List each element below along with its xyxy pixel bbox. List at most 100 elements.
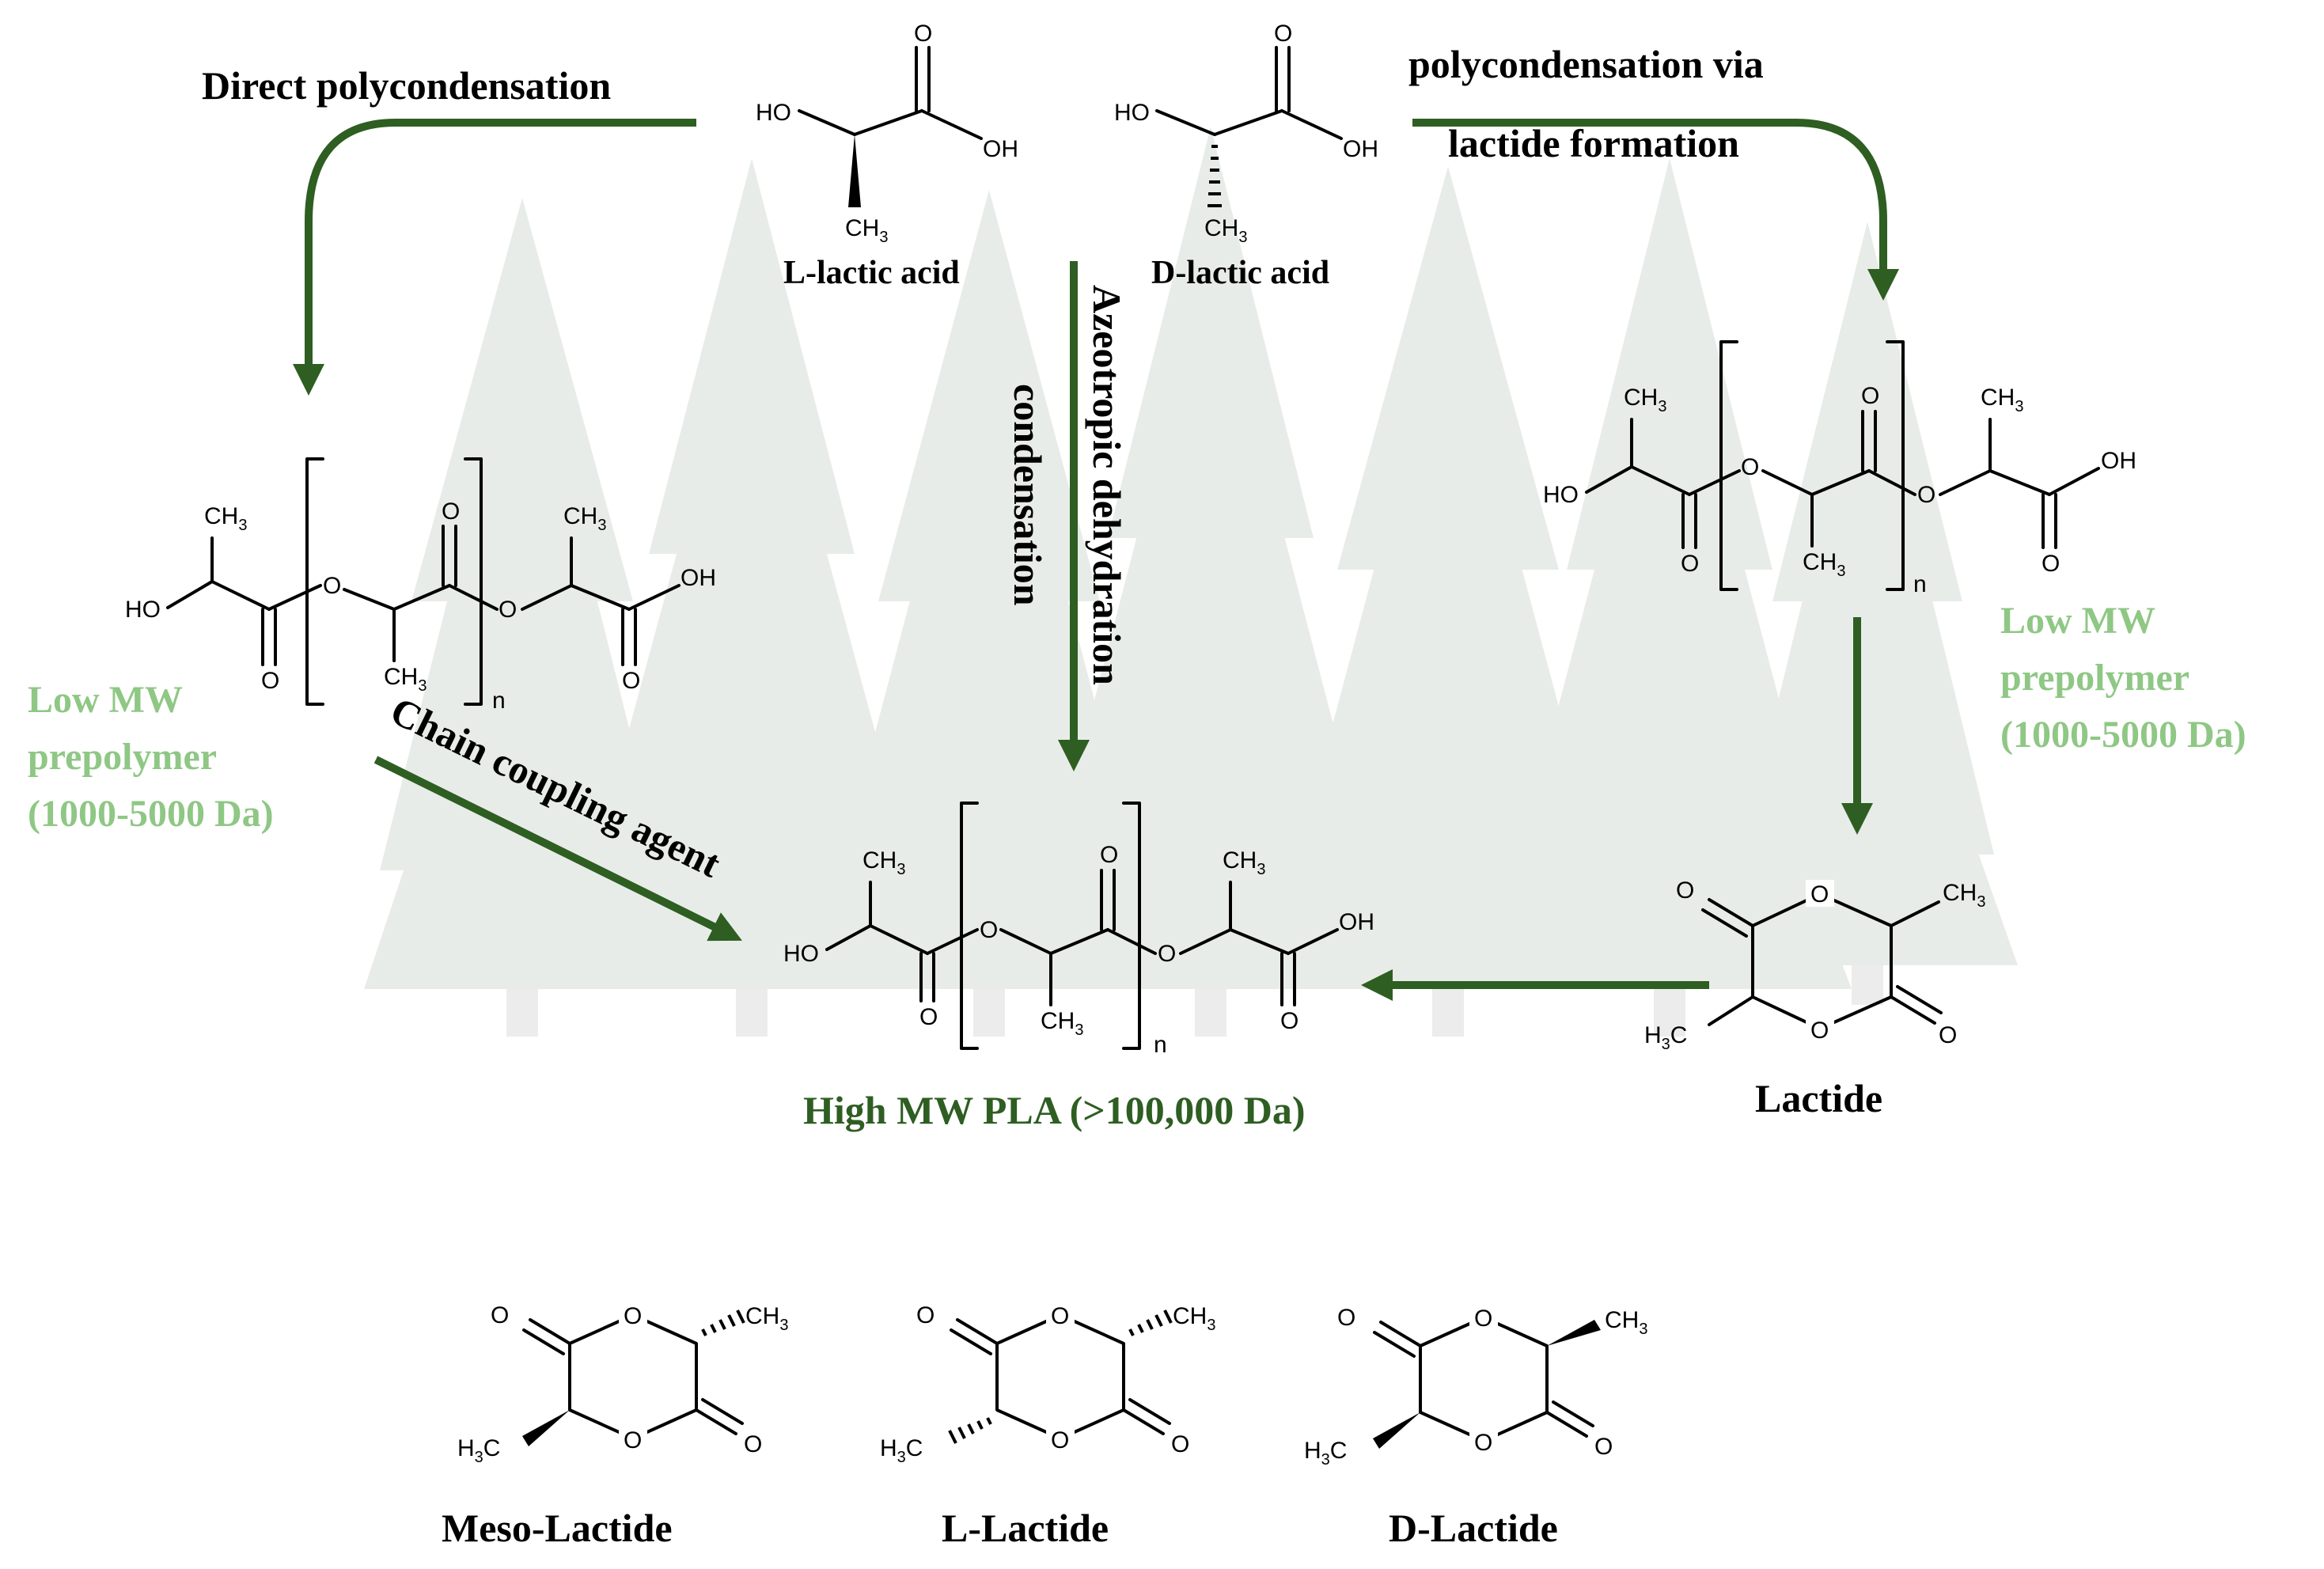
l-lactide-structure: O O O O CH3 H3C xyxy=(880,1302,1215,1466)
high-mw-pla-structure: HO CH3 O O CH3 O n O CH3 O OH xyxy=(783,802,1374,1058)
tree-watermark-1 xyxy=(364,198,681,1037)
svg-text:CH3: CH3 xyxy=(1943,880,1985,911)
d-lactic-acid-structure: HO O OH CH3 xyxy=(1114,21,1378,246)
svg-text:CH3: CH3 xyxy=(204,503,247,534)
svg-text:CH3: CH3 xyxy=(1173,1303,1215,1334)
svg-text:CH3: CH3 xyxy=(1204,215,1247,246)
l-lactic-acid-label: L-lactic acid xyxy=(783,255,960,291)
tree-watermark-7 xyxy=(1717,222,2018,1005)
left-prepolymer-label-line2: prepolymer xyxy=(28,736,217,778)
left-prepolymer-label-line1: Low MW xyxy=(28,679,183,721)
svg-text:O: O xyxy=(622,668,640,694)
svg-text:CH3: CH3 xyxy=(1981,385,2023,415)
svg-text:O: O xyxy=(1474,1430,1492,1456)
svg-text:O: O xyxy=(1171,1431,1189,1457)
lactide-structure: O O O O CH3 H3C xyxy=(1644,877,1985,1053)
svg-text:CH3: CH3 xyxy=(862,847,905,878)
svg-text:O: O xyxy=(1810,881,1829,908)
svg-text:n: n xyxy=(492,688,506,714)
svg-text:H3C: H3C xyxy=(880,1435,923,1466)
left-prepolymer-label-line3: (1000-5000 Da) xyxy=(28,793,274,835)
svg-text:O: O xyxy=(624,1303,642,1329)
svg-text:O: O xyxy=(261,668,279,694)
svg-text:O: O xyxy=(980,917,998,943)
l-lactide-label: L-Lactide xyxy=(942,1506,1109,1550)
svg-text:O: O xyxy=(916,1302,935,1328)
svg-text:OH: OH xyxy=(1339,909,1374,935)
svg-text:O: O xyxy=(624,1427,642,1453)
svg-text:CH3: CH3 xyxy=(1624,385,1666,415)
svg-text:OH: OH xyxy=(681,565,716,591)
svg-text:O: O xyxy=(1274,21,1292,47)
svg-text:O: O xyxy=(1474,1306,1492,1332)
svg-text:HO: HO xyxy=(756,100,791,126)
arrow-chain-coupling xyxy=(373,756,742,942)
right-prepolymer-structure: HO CH3 O O CH3 O n O CH3 O OH xyxy=(1543,340,2136,597)
svg-text:O: O xyxy=(744,1431,762,1457)
svg-text:CH3: CH3 xyxy=(745,1303,788,1334)
tree-watermark-4 xyxy=(1037,127,1385,1037)
azeotropic-label-line2: condensation xyxy=(1006,384,1050,606)
svg-text:O: O xyxy=(1939,1022,1957,1048)
svg-text:H3C: H3C xyxy=(1304,1438,1347,1469)
svg-text:CH3: CH3 xyxy=(1223,847,1265,878)
lactide-label: Lactide xyxy=(1755,1076,1882,1120)
svg-text:O: O xyxy=(442,498,460,525)
svg-text:CH3: CH3 xyxy=(1041,1008,1083,1039)
svg-text:O: O xyxy=(2042,551,2060,577)
svg-text:O: O xyxy=(1810,1018,1829,1044)
route-arrows xyxy=(293,119,1899,1001)
l-lactic-acid-structure: HO O OH CH3 xyxy=(756,21,1018,246)
arrow-direct-polycondensation xyxy=(293,119,696,396)
svg-text:O: O xyxy=(1741,454,1759,480)
d-lactide-label: D-Lactide xyxy=(1389,1506,1558,1550)
right-prepolymer-label-line1: Low MW xyxy=(2000,600,2155,642)
svg-text:CH3: CH3 xyxy=(563,503,606,534)
svg-text:O: O xyxy=(499,597,517,623)
right-prepolymer-label-line2: prepolymer xyxy=(2000,657,2189,699)
tree-watermark-3 xyxy=(823,190,1155,1037)
svg-text:O: O xyxy=(1158,941,1176,967)
svg-text:CH3: CH3 xyxy=(384,664,427,695)
high-mw-pla-label: High MW PLA (>100,000 Da) xyxy=(803,1088,1306,1132)
d-lactic-acid-label: D-lactic acid xyxy=(1151,255,1329,291)
svg-text:CH3: CH3 xyxy=(1803,549,1845,580)
svg-text:O: O xyxy=(1594,1434,1613,1460)
svg-text:O: O xyxy=(1100,842,1118,868)
svg-text:H3C: H3C xyxy=(457,1435,500,1466)
svg-text:CH3: CH3 xyxy=(845,215,888,246)
svg-text:O: O xyxy=(919,1004,938,1030)
svg-text:O: O xyxy=(1051,1303,1069,1329)
svg-text:CH3: CH3 xyxy=(1605,1307,1647,1338)
d-lactide-structure: O O O O CH3 H3C xyxy=(1304,1304,1647,1469)
left-prepolymer-structure: HO CH3 O O CH3 O n O CH3 O OH xyxy=(125,457,716,714)
svg-text:H3C: H3C xyxy=(1644,1022,1687,1053)
svg-text:HO: HO xyxy=(125,597,161,623)
svg-text:O: O xyxy=(1337,1305,1355,1331)
svg-text:O: O xyxy=(491,1302,509,1328)
svg-text:OH: OH xyxy=(983,136,1018,162)
svg-text:O: O xyxy=(323,573,341,599)
svg-text:O: O xyxy=(1917,482,1935,508)
svg-text:O: O xyxy=(1280,1008,1298,1034)
lactide-route-label-line1: polycondensation via xyxy=(1408,42,1764,86)
svg-text:O: O xyxy=(1681,551,1699,577)
tree-watermark-background xyxy=(364,127,2018,1037)
svg-text:HO: HO xyxy=(783,941,819,967)
azeotropic-label-line1: Azeotropic dehydration xyxy=(1085,285,1129,685)
svg-text:HO: HO xyxy=(1114,100,1150,126)
lactide-route-label-line2: lactide formation xyxy=(1448,121,1739,165)
svg-text:n: n xyxy=(1154,1032,1167,1058)
svg-text:O: O xyxy=(1051,1427,1069,1453)
right-prepolymer-label-line3: (1000-5000 Da) xyxy=(2000,714,2246,756)
svg-text:HO: HO xyxy=(1543,482,1579,508)
meso-lactide-structure: O O O O CH3 H3C xyxy=(457,1302,788,1466)
svg-text:O: O xyxy=(914,21,932,47)
svg-text:n: n xyxy=(1913,571,1927,597)
svg-text:OH: OH xyxy=(2101,448,2136,474)
direct-polycondensation-label: Direct polycondensation xyxy=(202,63,611,108)
svg-text:OH: OH xyxy=(1343,136,1378,162)
svg-text:O: O xyxy=(1676,877,1694,904)
meso-lactide-label: Meso-Lactide xyxy=(442,1506,673,1550)
svg-text:O: O xyxy=(1861,383,1879,409)
